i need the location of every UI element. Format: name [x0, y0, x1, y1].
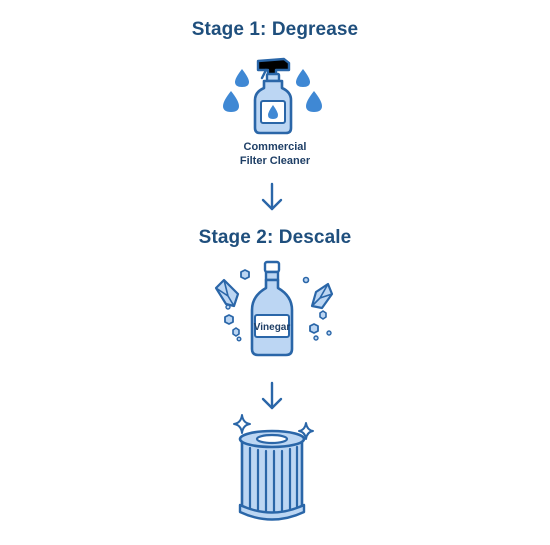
- arrow-down-icon: [261, 381, 283, 410]
- mineral-crystal-icons: [214, 269, 334, 342]
- stage-1-title: Stage 1: Degrease: [191, 19, 359, 40]
- stage-1-caption-line-2: Filter Cleaner: [239, 155, 311, 167]
- stage-2-title: Stage 2: Descale: [198, 227, 352, 248]
- water-droplet-icons: [223, 69, 322, 112]
- sparkle-icons: [233, 414, 314, 440]
- vinegar-bottle-icon: Vinegar: [250, 260, 294, 357]
- vinegar-label: Vinegar: [254, 322, 291, 333]
- arrow-down-icon: [261, 182, 283, 211]
- stage-1-caption: Commercial Filter Cleaner: [0, 140, 550, 168]
- clean-filter-cartridge-icon: [238, 429, 306, 521]
- stage-1-caption-line-1: Commercial: [243, 141, 307, 153]
- spray-bottle-icon: [253, 57, 293, 135]
